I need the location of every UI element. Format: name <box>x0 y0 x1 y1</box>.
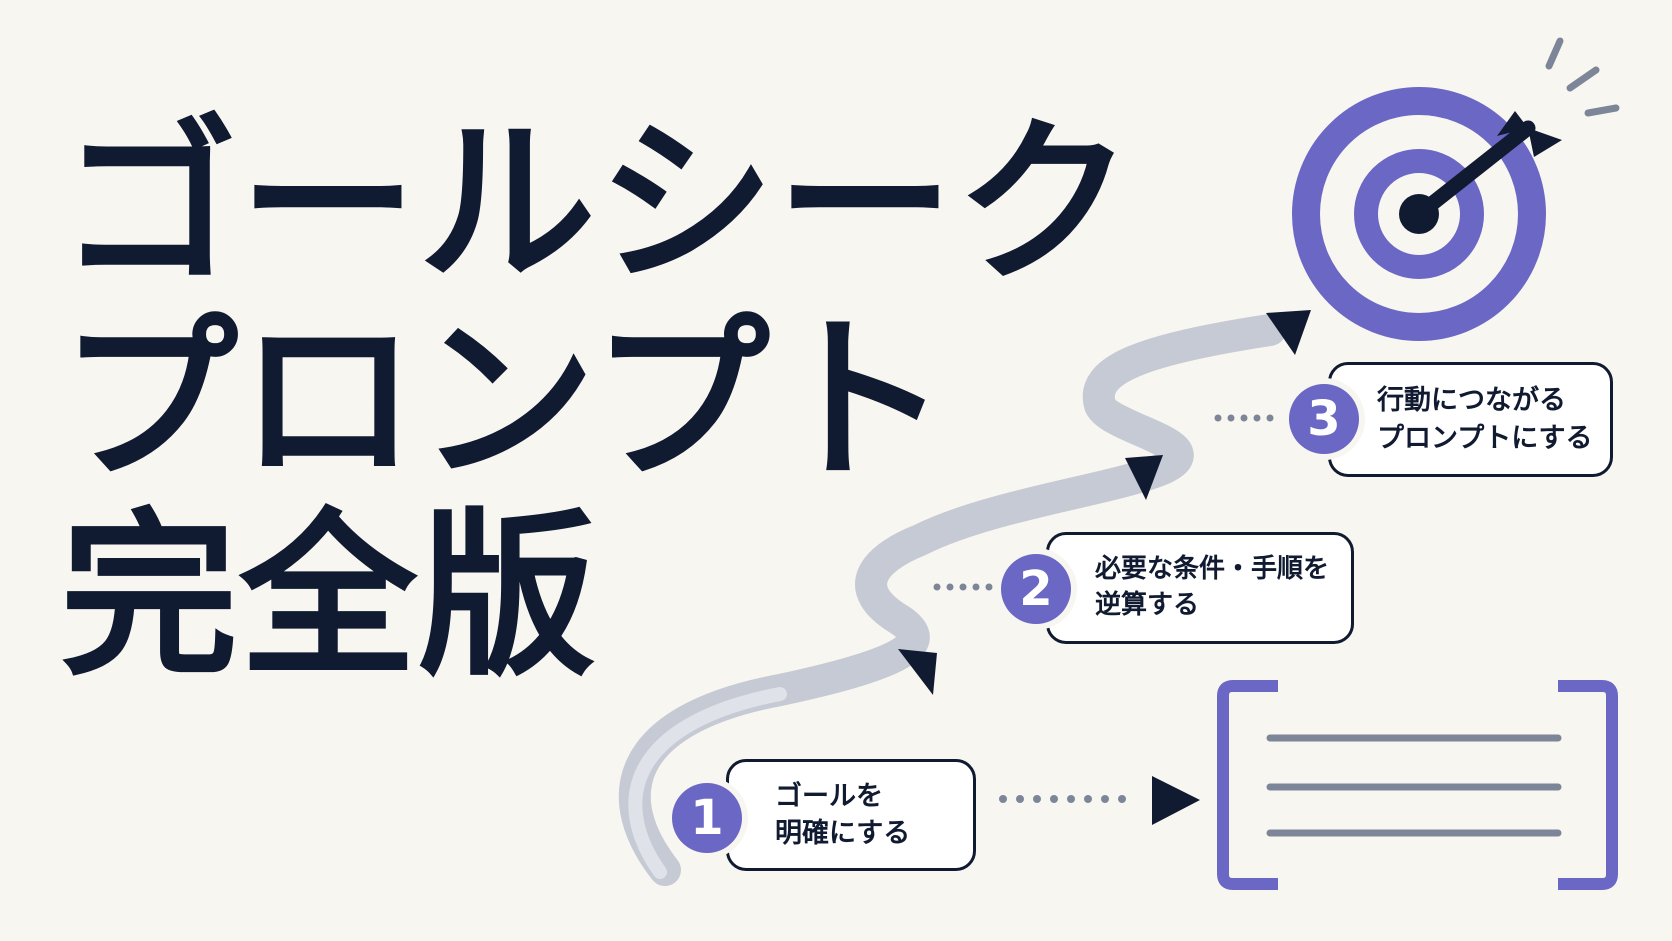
connector-dots <box>933 414 1274 803</box>
step-1-line-1: ゴールを <box>775 780 883 812</box>
step-number-badge-1: 1 <box>672 783 742 853</box>
target-icon <box>1292 37 1620 341</box>
step-card-3: 行動につながる プロンプトにする <box>1328 362 1613 477</box>
step-number-badge-2: 2 <box>1001 554 1071 624</box>
step-number-badge-3: 3 <box>1289 384 1359 454</box>
path-arrowhead-2 <box>1125 455 1163 500</box>
step-card-2: 必要な条件・手順を 逆算する <box>1046 532 1354 644</box>
step-1-line-2: 明確にする <box>775 818 911 849</box>
path-arrowhead-3 <box>1266 310 1311 355</box>
winding-path <box>618 314 1286 886</box>
title-line-3: 完全版 <box>60 493 597 700</box>
step-2-line-1: 必要な条件・手順を <box>1095 554 1330 585</box>
title-line-1: ゴールシーク <box>60 100 1134 307</box>
step-2-line-2: 逆算する <box>1095 590 1200 620</box>
path-arrowhead-1 <box>898 649 937 695</box>
step-card-1: ゴールを 明確にする <box>726 759 976 871</box>
document-icon <box>1217 680 1618 890</box>
arrow-icon <box>1152 776 1200 825</box>
title-line-2: プロンプト <box>60 297 950 504</box>
step-3-line-1: 行動につながる <box>1377 385 1566 417</box>
step-3-line-2: プロンプトにする <box>1377 422 1593 454</box>
path-arrowheads <box>898 310 1311 695</box>
